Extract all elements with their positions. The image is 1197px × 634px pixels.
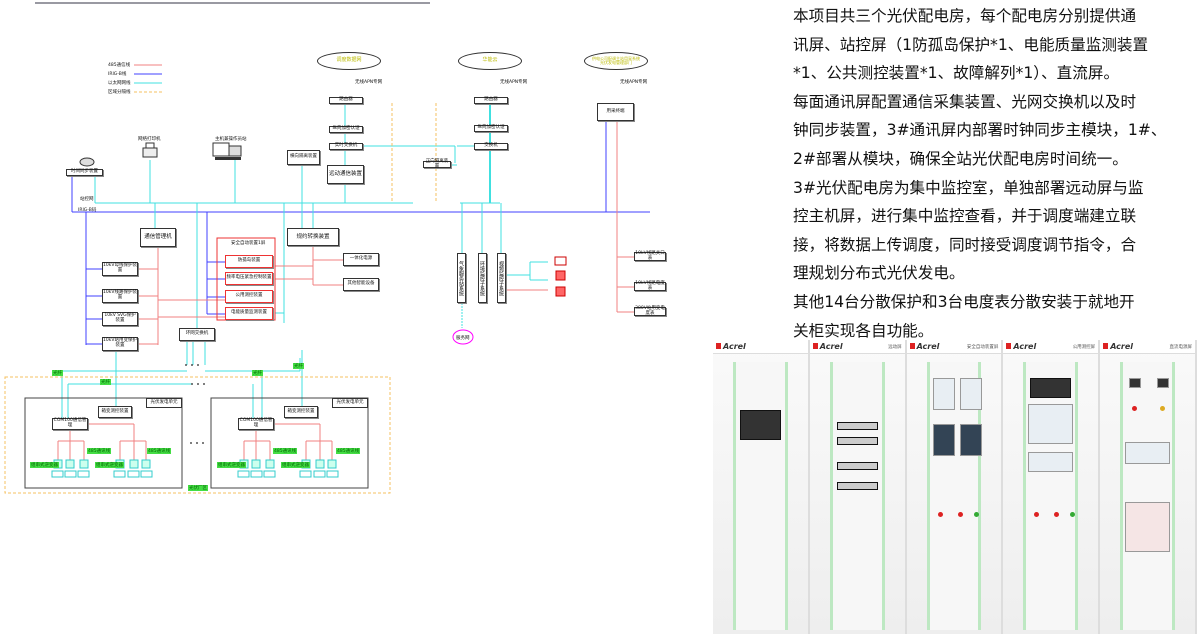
realtime-switch: 实时交换机	[329, 143, 363, 150]
description-line: 接，将数据上传调度，同时接受调度调节指令，合	[793, 235, 1137, 254]
system-architecture-diagram: 485通信线 IRIG-B线 以太网网线 区域分隔线 调度数据网 华能云 供电公…	[0, 0, 700, 520]
telecontrol-device: 远动通信装置	[327, 165, 364, 184]
rs485-label: 485通讯线	[273, 448, 298, 454]
legend-ethernet: 以太网网线	[108, 81, 131, 86]
acrel-logo: Acrel	[1006, 342, 1036, 351]
pv-unit-title: 光伏发电单元	[146, 398, 182, 408]
description-line: 其他14台分散保护和3台电度表分散安装于就地开	[793, 292, 1135, 311]
host-label: 主机兼操作员站	[215, 137, 247, 142]
cabinet-title: 公用测控屏	[1072, 344, 1096, 350]
huaneng-cloud: 华能云	[458, 52, 522, 70]
acrel-logo: Acrel	[910, 342, 940, 351]
inverter-label: 组串式逆变器	[95, 462, 124, 468]
description-line: 理规划分布式光伏发电。	[793, 264, 965, 283]
satellite-icon	[79, 157, 95, 167]
fiber-label: 光纤	[252, 370, 263, 376]
rs485-label: 485通讯线	[87, 448, 112, 454]
box-transformer-tc: 箱变测控装置	[98, 406, 132, 418]
forward-isolation: 正向隔离装置	[423, 159, 451, 168]
subsystem: 视频监控子系统	[497, 253, 506, 303]
service-net: 服务网	[456, 336, 470, 341]
protection-device: 10kV母线保护装置	[102, 262, 138, 276]
description-line: 2#部署从模块，确保全站光伏配电房时间统一。	[793, 149, 1128, 168]
description-line: *1、公共测控装置*1、故障解列*1）、直流屏。	[793, 64, 1120, 83]
cabinet-title: 安全自动装置屏	[966, 344, 999, 350]
cabinet: Acrel 直流电源屏	[1100, 340, 1197, 634]
router: 路由器	[329, 97, 363, 104]
meter: 10kV线路关口表	[634, 250, 666, 261]
legend-485: 485通信线	[108, 63, 131, 68]
legend-zone: 区域分隔线	[108, 90, 131, 95]
cabinet-photo: Acrel Acrel 远动屏 Acrel 安全自动装置屏 Acrel 公用测控屏 A…	[713, 340, 1197, 634]
safety-panel-title: 安全自动装置1屏	[231, 241, 266, 246]
encryption-auth: 纵向加密认证	[329, 126, 363, 133]
inverter-label: 组串式逆变器	[217, 462, 246, 468]
description-line: 关柜实现各自功能。	[793, 321, 934, 340]
safety-device: 公用测控装置	[225, 290, 273, 303]
pv-unit-title: 光伏发电单元	[332, 398, 368, 408]
safety-device: 电能质量监测装置	[225, 307, 273, 320]
utility-master-station: 供电公司配调主站用采系统 光伏发电管理部门	[584, 52, 648, 70]
inverter-label: 组串式逆变器	[281, 462, 310, 468]
time-sync-device: 时间同步装置	[66, 169, 103, 176]
description-line: 本项目共三个光伏配电房，每个配电房分别提供通	[793, 7, 1137, 25]
description-line: 每面通讯屏配置通信采集装置、光网交换机以及时	[793, 92, 1137, 111]
safety-device: 防孤岛装置	[225, 255, 273, 268]
encryption-auth: 纵向加密认证	[474, 125, 508, 132]
dispatch-network: 调度数据网	[317, 52, 381, 70]
legend-irig: IRIG-B线	[108, 72, 127, 77]
cabinet: Acrel 公用测控屏	[1003, 340, 1101, 634]
description-line: 控主机屏，进行集中监控查看，并于调度端建立联	[793, 207, 1137, 226]
ring-switch: 环网交换机	[179, 328, 215, 341]
safety-device: 频率电压紧急控制装置	[225, 272, 273, 285]
protection-device: 10kV SVG保护装置	[102, 312, 138, 326]
acrel-logo: Acrel	[813, 342, 843, 351]
apn-label: 无线APN专网	[500, 80, 528, 85]
meter-terminal: 用采终端	[597, 103, 634, 121]
description-line: 讯屏、站控屏（1防孤岛保护*1、电能质量监测装置	[793, 35, 1149, 54]
printer-label: 网络打印机	[138, 137, 161, 142]
description-line: 钟同步装置，3#通讯屏内部署时钟同步主模块，1#、	[793, 121, 1167, 140]
irig-label: IRIG-B码	[78, 208, 97, 213]
rs485-label: 485通讯线	[336, 448, 361, 454]
meter: 380V站用变电度表	[634, 305, 666, 316]
comm-manager: 通信管理机	[140, 228, 176, 247]
pv-area-label: 光伏厂区	[188, 485, 208, 491]
acrel-logo: Acrel	[716, 342, 746, 351]
box-transformer-tc: 箱变测控装置	[284, 406, 318, 418]
subsystem: 环境监控子系统	[478, 253, 487, 303]
comm-manager-unit: COM100通信管理	[52, 418, 88, 430]
fiber-label: 光纤	[52, 370, 63, 376]
description-line: 3#光伏配电房为集中监控室，单独部署远动屏与监	[793, 178, 1144, 197]
protection-device: 10kV站用变保护装置	[102, 337, 138, 351]
protection-device: 10kV线路保护装置	[102, 289, 138, 303]
switch: 交换机	[474, 143, 508, 150]
project-description: 本项目共三个光伏配电房，每个配电房分别提供通 讯屏、站控屏（1防孤岛保护*1、电…	[793, 2, 1197, 345]
apn-label: 无线APN专网	[620, 80, 648, 85]
cabinet: Acrel 安全自动装置屏	[906, 340, 1004, 634]
cabinet-title: 远动屏	[888, 344, 902, 350]
fiber-label: 光纤	[293, 363, 304, 369]
integrated-power: 一体化电源	[343, 253, 379, 266]
diagram-wires	[4, 2, 650, 494]
subsystem: 气象服务站系统	[457, 253, 466, 303]
other-devices: 其他智能设备	[343, 278, 379, 291]
router: 路由器	[474, 97, 508, 104]
horizontal-isolation: 横向隔离装置	[287, 150, 320, 165]
printer-icon	[142, 142, 158, 158]
comm-manager-unit: COM100通信管理	[238, 418, 274, 430]
computer-icon	[212, 142, 242, 160]
protocol-converter: 规约转换装置	[287, 228, 339, 246]
cabinet-title: 直流电源屏	[1169, 344, 1192, 350]
cabinet: Acrel 远动屏	[809, 340, 907, 634]
meter: 10kV线路电度表	[634, 280, 666, 291]
cabinet: Acrel	[713, 340, 810, 634]
apn-label: 无线APN专网	[355, 80, 383, 85]
inverter-label: 组串式逆变器	[30, 462, 59, 468]
acrel-logo: Acrel	[1103, 342, 1133, 351]
station-net-label: 站控网	[80, 197, 94, 202]
rs485-label: 485通讯线	[147, 448, 172, 454]
fiber-label: 光纤	[100, 379, 111, 385]
